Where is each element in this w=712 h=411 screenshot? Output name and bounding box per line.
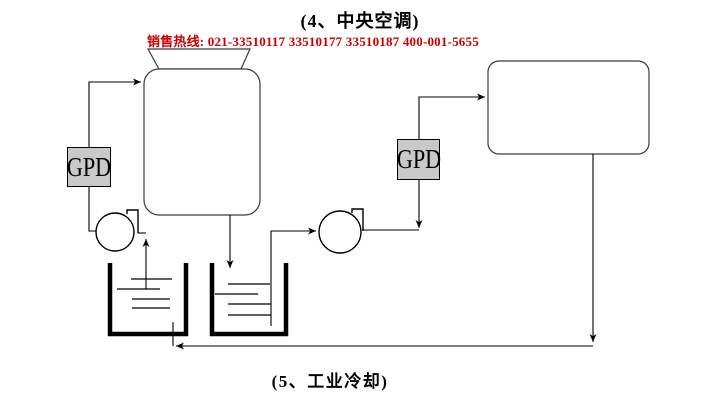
pump-2-circle	[318, 210, 362, 254]
pipe-gpd2-to-condenser	[418, 93, 485, 139]
sales-hotline: 销售热线: 021-33510117 33510177 33510187 400…	[147, 34, 479, 49]
pump-1	[95, 209, 139, 252]
tank-right	[209, 263, 289, 337]
pump-2-tab	[351, 208, 364, 231]
flow-meter-1-label: GPD	[66, 151, 112, 182]
tank-left-water-lines	[117, 278, 172, 309]
pump-1-tab	[126, 209, 139, 233]
diagram-footer: (5、工业冷却)	[271, 372, 389, 391]
diagram-title: (4、中央空调)	[300, 11, 420, 31]
tank-left	[107, 263, 189, 337]
pipe-right-tank-to-pump2	[270, 227, 316, 326]
condenser-body	[487, 60, 650, 155]
cooling-tower-top-trapezoid	[146, 48, 251, 70]
tank-right-water-lines	[215, 283, 271, 316]
pump-1-circle	[95, 212, 135, 252]
cooling-tower-body	[143, 68, 261, 216]
pump-2	[318, 208, 364, 254]
flow-meter-gpd-1: GPD	[67, 147, 111, 187]
flow-meter-gpd-2: GPD	[396, 139, 441, 180]
flow-meter-2-label: GPD	[396, 144, 441, 174]
